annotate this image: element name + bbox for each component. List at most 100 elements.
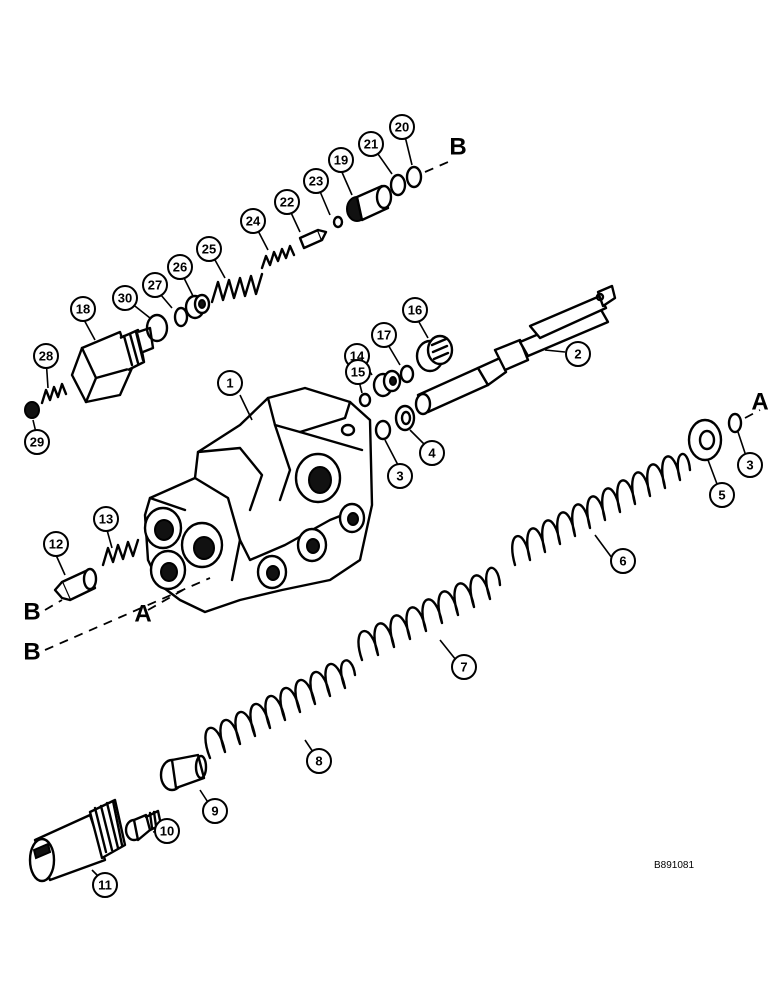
spring-13 [101, 538, 140, 567]
svg-text:3: 3 [396, 469, 403, 484]
spring-seat-9 [159, 753, 208, 792]
svg-text:17: 17 [377, 328, 391, 343]
svg-text:16: 16 [408, 303, 422, 318]
ref-letter-b-top: B [449, 134, 466, 161]
spring-6 [511, 452, 692, 567]
svg-text:2: 2 [574, 347, 581, 362]
reference-lines [44, 161, 761, 651]
o-ring-20 [405, 165, 423, 189]
svg-text:13: 13 [99, 512, 113, 527]
svg-text:4: 4 [428, 446, 436, 461]
svg-text:21: 21 [364, 137, 378, 152]
callout-7: 7 [451, 654, 477, 680]
callout-4: 4 [419, 440, 445, 466]
spring-7 [357, 566, 502, 662]
callout-26: 26 [167, 254, 193, 280]
callout-13: 13 [93, 506, 119, 532]
callout-10: 10 [154, 818, 180, 844]
o-ring-3-left [374, 419, 392, 441]
callout-2: 2 [565, 341, 591, 367]
svg-text:8: 8 [315, 754, 322, 769]
o-ring-3-right [727, 412, 743, 434]
callout-6: 6 [610, 548, 636, 574]
callout-18: 18 [70, 296, 96, 322]
spring-8 [204, 659, 357, 760]
callout-8: 8 [306, 748, 332, 774]
svg-text:26: 26 [173, 260, 187, 275]
svg-text:29: 29 [30, 435, 44, 450]
ref-letter-a-body: A [134, 601, 151, 628]
ref-letter-b-mid: B [23, 599, 40, 626]
reference-letters: B A B B A [23, 134, 768, 666]
o-ring-15 [358, 392, 372, 408]
callout-3-left: 3 [387, 463, 413, 489]
poppet-12 [53, 567, 98, 602]
callout-16: 16 [402, 297, 428, 323]
callout-27: 27 [142, 272, 168, 298]
svg-text:1: 1 [226, 376, 233, 391]
figure-id: B891081 [654, 860, 694, 871]
spring-24 [260, 244, 296, 270]
o-ring-27 [173, 306, 189, 328]
callout-21: 21 [358, 131, 384, 157]
washer-4 [394, 404, 416, 432]
svg-text:10: 10 [160, 824, 174, 839]
callout-3-right: 3 [737, 452, 763, 478]
callout-15: 15 [345, 359, 371, 385]
plug-14 [372, 369, 402, 398]
callout-24: 24 [240, 208, 266, 234]
svg-text:20: 20 [395, 120, 409, 135]
callout-29: 29 [24, 429, 50, 455]
ref-letter-b-low: B [23, 639, 40, 666]
ref-letter-a-right: A [751, 389, 768, 416]
o-ring-30 [145, 313, 169, 343]
callout-12: 12 [43, 531, 69, 557]
callout-5: 5 [709, 482, 735, 508]
o-ring-17 [399, 364, 415, 384]
svg-text:11: 11 [98, 878, 112, 893]
callout-17: 17 [371, 322, 397, 348]
svg-text:22: 22 [280, 195, 294, 210]
svg-text:15: 15 [351, 365, 365, 380]
callout-22: 22 [274, 189, 300, 215]
svg-text:28: 28 [39, 349, 53, 364]
svg-text:18: 18 [76, 302, 90, 317]
spring-25 [210, 272, 264, 304]
nut-29 [24, 401, 40, 419]
svg-text:27: 27 [148, 278, 162, 293]
svg-text:30: 30 [118, 291, 132, 306]
callout-25: 25 [196, 236, 222, 262]
plug-16 [415, 334, 454, 373]
valve-body [143, 386, 374, 614]
svg-text:6: 6 [619, 554, 626, 569]
spool [414, 284, 617, 416]
callout-23: 23 [303, 168, 329, 194]
callout-1: 1 [217, 370, 243, 396]
svg-text:7: 7 [460, 660, 467, 675]
seat-19 [346, 184, 393, 222]
callout-30: 30 [112, 285, 138, 311]
relief-valve-body-18 [70, 326, 155, 404]
svg-text:3: 3 [746, 458, 753, 473]
svg-text:24: 24 [246, 214, 261, 229]
callout-19: 19 [328, 147, 354, 173]
pilot-poppet-22 [298, 228, 328, 250]
seat-26 [184, 293, 211, 320]
leader-lines [32, 127, 749, 883]
callout-9: 9 [202, 798, 228, 824]
o-ring-23 [332, 215, 344, 229]
callout-11: 11 [92, 872, 118, 898]
screw-28 [40, 382, 68, 405]
callout-28: 28 [33, 343, 59, 369]
svg-text:23: 23 [309, 174, 323, 189]
svg-text:25: 25 [202, 242, 216, 257]
svg-text:5: 5 [718, 488, 725, 503]
svg-text:12: 12 [49, 537, 63, 552]
ring-21 [389, 173, 407, 197]
callout-20: 20 [389, 114, 415, 140]
plug-11 [28, 798, 127, 883]
svg-text:9: 9 [211, 804, 218, 819]
svg-text:19: 19 [334, 153, 348, 168]
washer-5 [687, 418, 723, 462]
